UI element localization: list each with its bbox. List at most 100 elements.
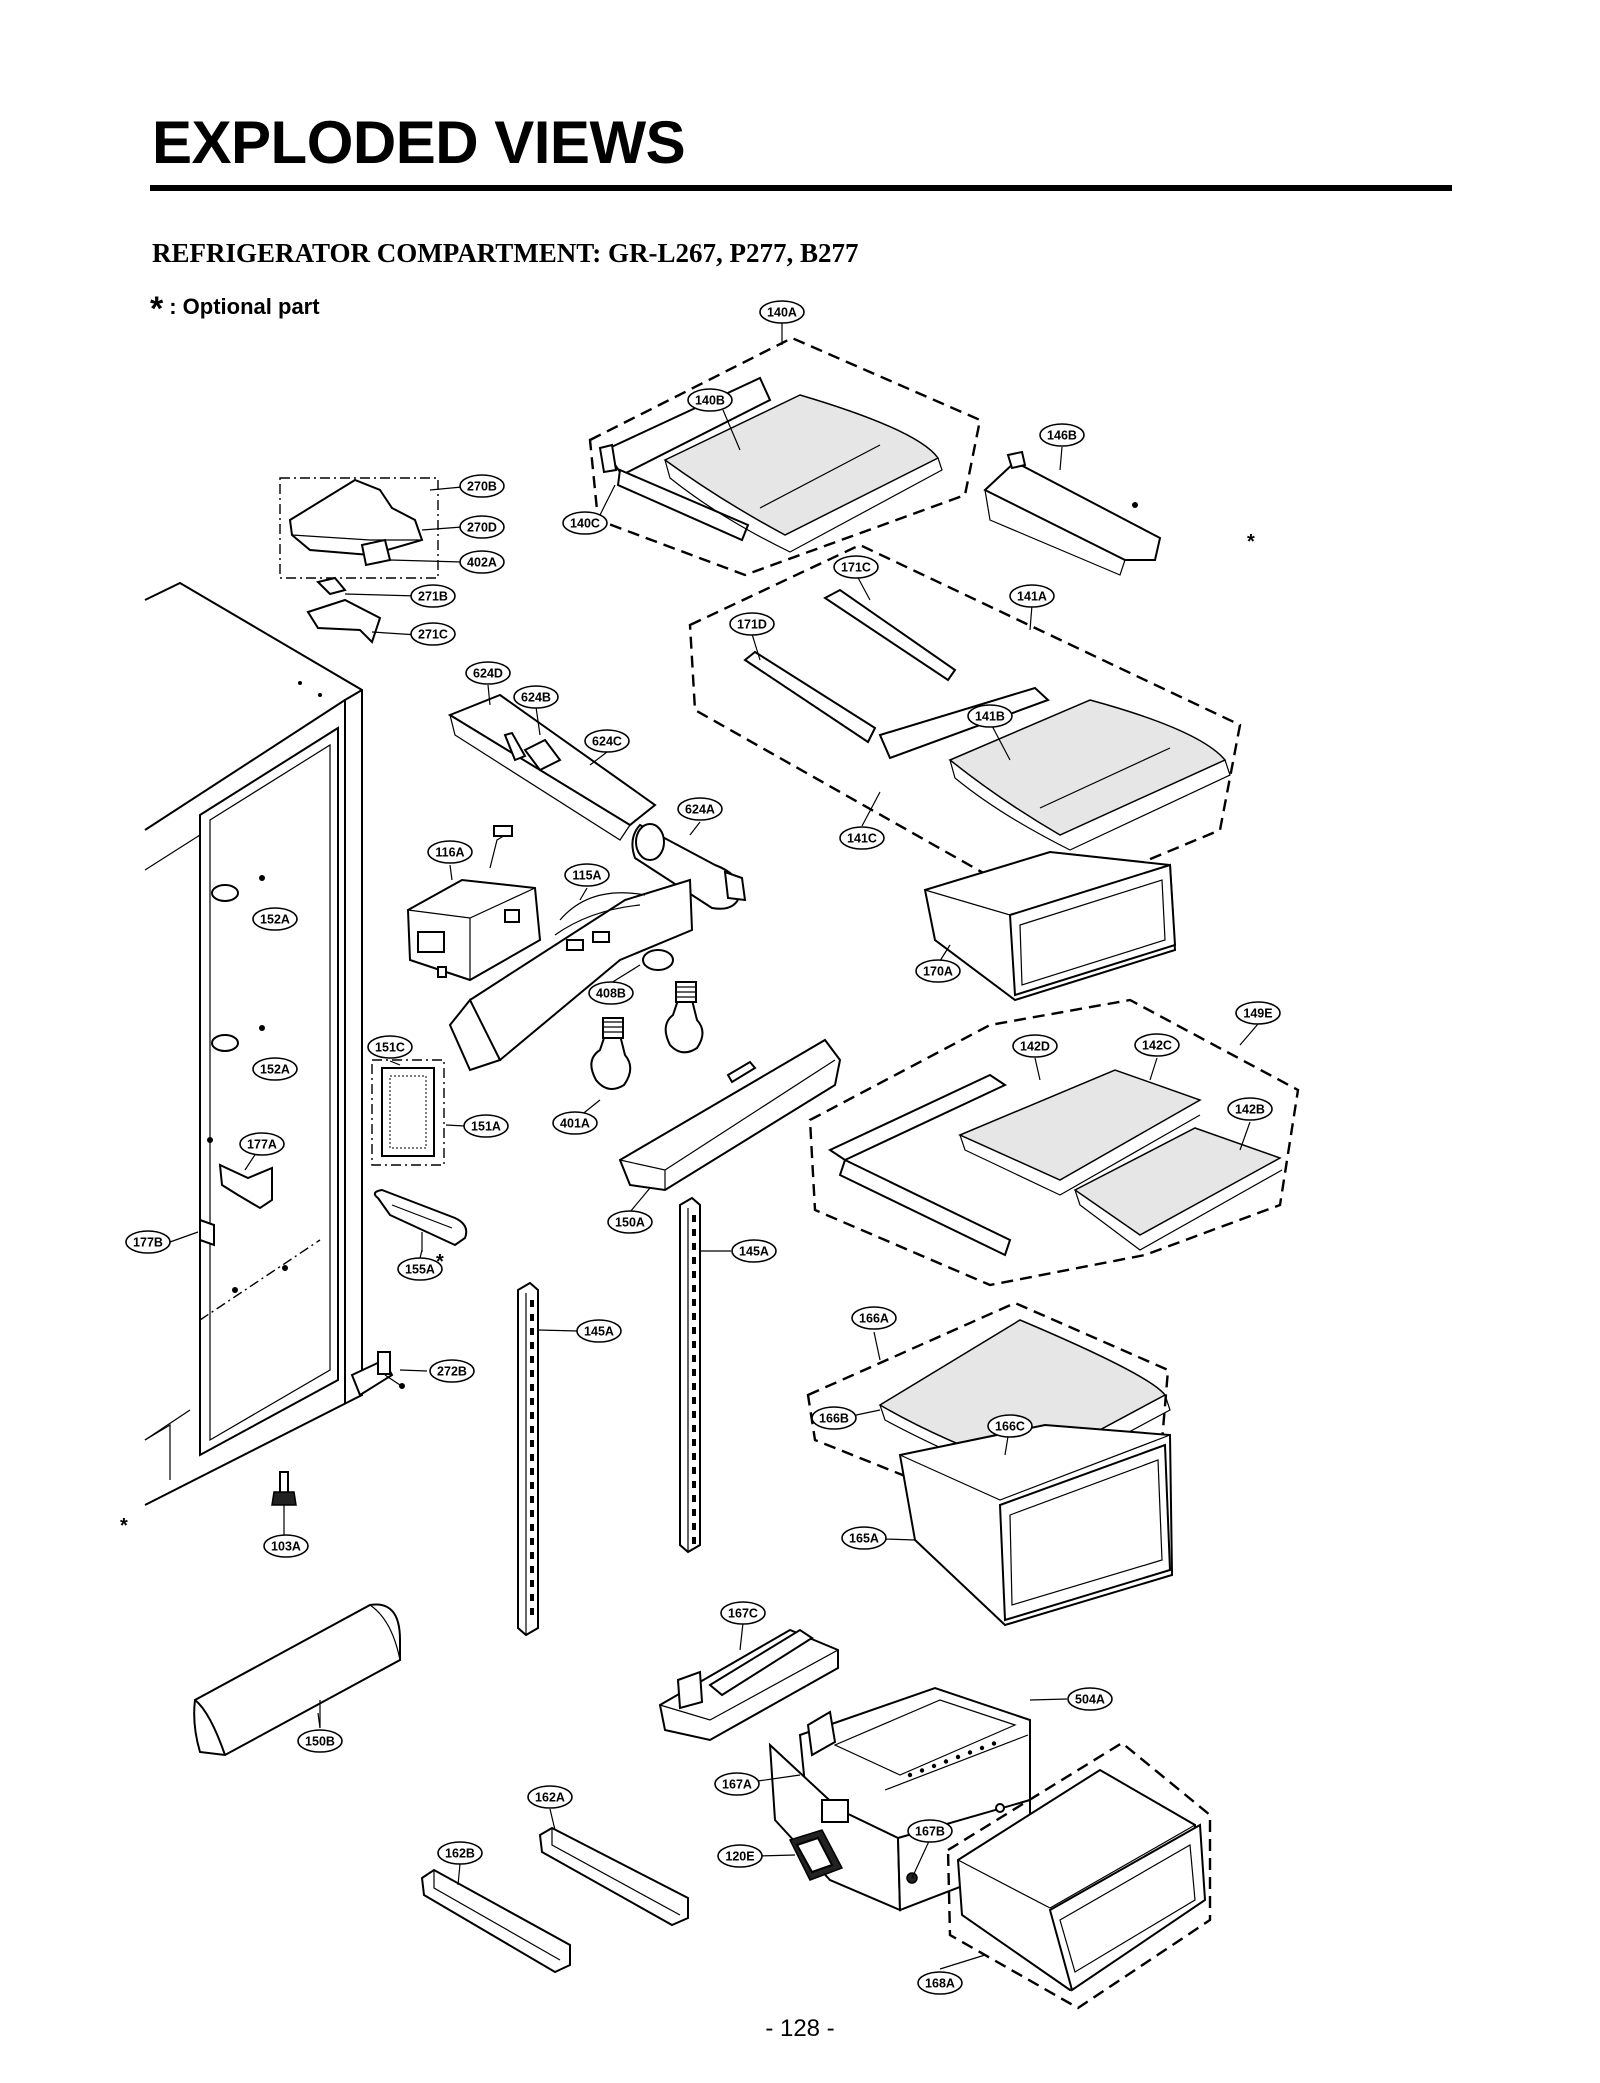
part-150B-block — [193, 1603, 401, 1757]
part-103A-foot — [271, 1471, 297, 1535]
label-text: 103A — [271, 1540, 301, 1554]
label-text: 624B — [521, 691, 551, 705]
label-text: 167B — [915, 1825, 945, 1839]
label-oval — [584, 729, 630, 753]
part-label-171D: 171D — [729, 612, 775, 636]
label-text: 140C — [570, 517, 600, 531]
label-text: 171C — [841, 561, 871, 575]
part-label-270D: 270D — [459, 515, 505, 539]
part-label-170A: 170A — [915, 959, 961, 983]
part-label-624D: 624D — [465, 661, 511, 685]
label-text: 115A — [572, 869, 601, 883]
label-text: 166C — [995, 1420, 1025, 1434]
part-label-149E: 149E — [1235, 1001, 1281, 1025]
part-label-151C: 151C — [367, 1035, 413, 1059]
part-141A-shelf — [688, 543, 1242, 907]
label-text: 272B — [437, 1365, 467, 1379]
label-text: 142D — [1020, 1040, 1050, 1054]
label-oval — [987, 1414, 1033, 1438]
label-text: 141A — [1017, 590, 1047, 604]
part-140A-shelf — [588, 336, 982, 577]
label-oval — [397, 1257, 443, 1281]
part-label-624A: 624A — [677, 797, 723, 821]
label-text: 408B — [596, 987, 626, 1001]
label-text: 177B — [133, 1236, 163, 1250]
part-label-152A-2: 152A — [252, 1057, 298, 1081]
optional-star-103A: * — [120, 1515, 128, 1537]
part-label-402A: 402A — [459, 550, 505, 574]
part-label-151A: 151A — [463, 1114, 509, 1138]
label-text: 624C — [592, 735, 622, 749]
label-text: 145A — [739, 1245, 769, 1259]
label-text: 152A — [260, 913, 290, 927]
label-oval — [562, 511, 608, 535]
label-text: 167C — [728, 1607, 758, 1621]
label-oval — [459, 550, 505, 574]
part-270-group — [279, 477, 463, 644]
part-272B-hinge — [350, 1351, 405, 1397]
label-oval — [915, 959, 961, 983]
label-oval — [576, 1319, 622, 1343]
part-label-146B: 146B — [1039, 423, 1085, 447]
part-170A-crisper — [923, 850, 1177, 1002]
part-149E-shelf — [808, 998, 1300, 1287]
label-oval — [410, 584, 456, 608]
label-oval — [967, 704, 1013, 728]
label-text: 146B — [1047, 429, 1077, 443]
section-subtitle: REFRIGERATOR COMPARTMENT: GR-L267, P277,… — [152, 238, 859, 268]
part-401A-bulbs — [590, 981, 704, 1090]
label-oval — [1039, 423, 1085, 447]
part-label-162B: 162B — [437, 1841, 483, 1865]
part-label-141B: 141B — [967, 704, 1013, 728]
label-text: 155A — [405, 1263, 435, 1277]
label-oval — [463, 1114, 509, 1138]
label-text: 166B — [819, 1412, 849, 1426]
part-120E-vent — [788, 1829, 844, 1881]
part-label-141A: 141A — [1009, 584, 1055, 608]
part-label-167A: 167A — [714, 1772, 760, 1796]
part-label-167C: 167C — [720, 1601, 766, 1625]
part-label-155A: 155A — [397, 1257, 443, 1281]
optional-label: : Optional part — [169, 294, 320, 319]
part-label-162A: 162A — [527, 1785, 573, 1809]
part-504A-control — [768, 1686, 1031, 1912]
part-155A-clip — [373, 1188, 468, 1252]
label-text: 165A — [849, 1532, 879, 1546]
part-168A-drawer — [946, 1741, 1212, 2010]
label-oval — [759, 300, 805, 324]
part-116A-lamp-housing — [406, 825, 694, 1072]
label-oval — [720, 1601, 766, 1625]
label-text: 152A — [260, 1063, 290, 1077]
part-label-624C: 624C — [584, 729, 630, 753]
part-label-150B: 150B — [297, 1729, 343, 1753]
part-label-150A: 150A — [607, 1210, 653, 1234]
label-text: 170A — [923, 965, 953, 979]
label-oval — [429, 1359, 475, 1383]
label-oval — [367, 1035, 413, 1059]
label-oval — [1227, 1097, 1273, 1121]
part-label-142B: 142B — [1227, 1097, 1273, 1121]
label-text: 402A — [467, 556, 497, 570]
label-text: 624D — [473, 667, 503, 681]
label-text: 162A — [535, 1791, 565, 1805]
label-text: 116A — [435, 846, 464, 860]
label-oval — [252, 1057, 298, 1081]
part-label-504A: 504A — [1067, 1687, 1113, 1711]
part-label-171C: 171C — [833, 555, 879, 579]
part-label-141C: 141C — [839, 826, 885, 850]
label-oval — [527, 1785, 573, 1809]
part-label-116A: 116A — [427, 840, 473, 864]
label-oval — [552, 1111, 598, 1135]
optional-star-155A: * — [436, 1251, 444, 1273]
label-oval — [907, 1819, 953, 1843]
part-146B-bracket — [983, 450, 1162, 576]
part-label-120E: 120E — [717, 1844, 763, 1868]
part-label-168A: 168A — [917, 1971, 963, 1995]
part-label-140A: 140A — [759, 300, 805, 324]
label-oval — [841, 1526, 887, 1550]
label-oval — [297, 1729, 343, 1753]
part-145A-rail-right — [679, 1196, 701, 1554]
label-oval — [125, 1230, 171, 1254]
label-oval — [687, 388, 733, 412]
cabinet-body — [144, 581, 363, 1506]
